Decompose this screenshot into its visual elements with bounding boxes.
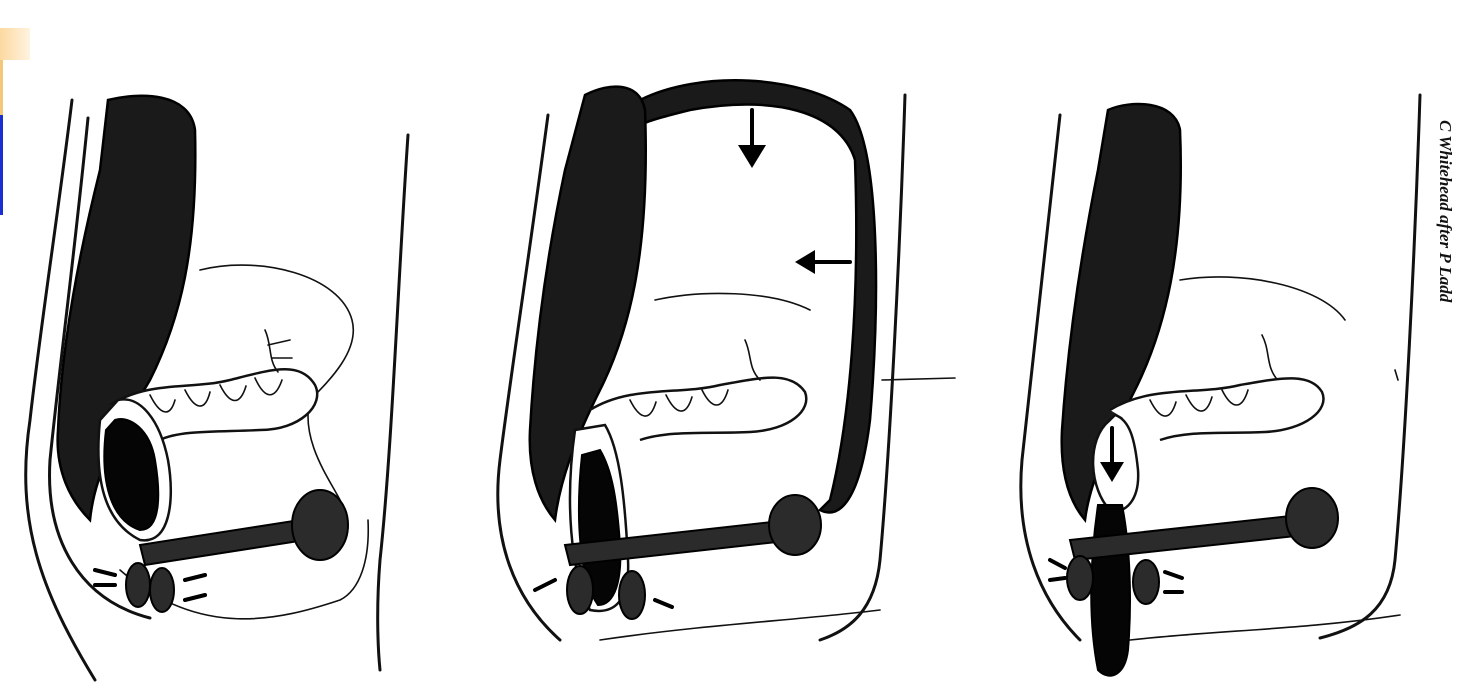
sphincter-right — [150, 568, 174, 612]
perineum-outline — [1130, 615, 1400, 640]
panel-middle — [498, 80, 955, 640]
colon — [1110, 378, 1323, 440]
sphincter-left — [1067, 556, 1093, 600]
bladder-outline — [655, 293, 810, 310]
mesentery-vessels — [1262, 335, 1276, 378]
pubic-bone — [769, 495, 821, 555]
pubic-line — [1395, 370, 1398, 380]
sphincter-left — [126, 563, 150, 607]
mesentery-vessels — [265, 330, 292, 372]
sphincter-left — [567, 566, 593, 614]
stool-expelled — [1091, 505, 1130, 676]
abdomen-outline — [378, 135, 408, 670]
perineum-outline — [600, 610, 880, 640]
panel-right — [1021, 95, 1420, 676]
push-arrowhead-left — [795, 250, 815, 274]
mesentery-vessels — [745, 340, 760, 380]
sphincter-right — [1133, 560, 1159, 604]
colon — [590, 378, 806, 440]
bladder-outline — [1180, 277, 1345, 320]
illustration-credit: C Whitehead after P Ladd — [1436, 120, 1455, 303]
sphincter-right — [619, 571, 645, 619]
abdomen-outline — [1320, 95, 1420, 638]
panel-left — [26, 96, 408, 680]
pubic-bone — [1286, 488, 1338, 548]
pubic-bone — [292, 490, 348, 560]
push-arrowhead-down — [738, 145, 766, 168]
